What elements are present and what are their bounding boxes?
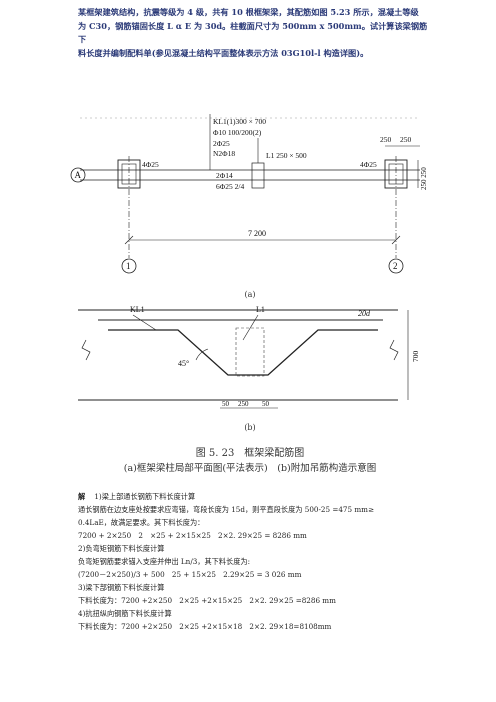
solution-line: 2)负弯矩钢筋下料长度计算	[78, 544, 165, 553]
bottom-rebar-1: 2Φ14	[216, 171, 233, 180]
d20-label: 20d	[358, 309, 371, 318]
bottom-rebar-2: 6Φ25 2/4	[216, 182, 244, 191]
kl1-label-3: 2Φ25	[213, 139, 230, 148]
solution-line: 通长钢筋在边支座处按要求应弯锚，弯段长度为 15d，则平直段长度为 500-25…	[78, 505, 375, 514]
dim-b-2: 250	[238, 400, 249, 408]
axis-2-label: 2	[393, 261, 398, 271]
axis-1-label: 1	[126, 261, 131, 271]
kl1-label-1: KL1(1)300 × 700	[213, 117, 266, 126]
problem-line: 某框架建筑结构，抗震等级为 4 级，共有 10 根框架梁，其配筋如图 5.23 …	[78, 7, 419, 17]
problem-statement: 某框架建筑结构，抗震等级为 4 级，共有 10 根框架梁，其配筋如图 5.23 …	[78, 6, 428, 60]
kl1-label-4: N2Φ18	[213, 149, 235, 158]
height-label: 700	[411, 351, 420, 363]
solution-line: 4)抗扭纵向钢筋下料长度计算	[78, 609, 172, 618]
solution-line: 下料长度为：7200 +2×250 2×25 +2×15×18 2×2. 29×…	[78, 622, 332, 631]
solution-line: 7200 + 2×250 2 ×25 + 2×15×25 2×2. 29×25 …	[78, 531, 307, 540]
problem-line: 料长度并编制配料单(参见混凝土结构平面整体表示方法 03G10l-l 构造详图)…	[78, 47, 369, 58]
solution-first-line: 解 1)梁上部通长钢筋下料长度计算	[78, 490, 374, 503]
solution-section: 解 1)梁上部通长钢筋下料长度计算 通长钢筋在边支座处按要求应弯锚，弯段长度为 …	[78, 490, 374, 633]
problem-line: 为 C30，钢筋锚固长度 L α E 为 30d。柱截面尺寸为 500mm x …	[78, 20, 428, 45]
solution-line: 3)梁下部钢筋下料长度计算	[78, 583, 165, 592]
dim-top-b: 250	[400, 135, 412, 144]
l1-label: L1 250 × 500	[266, 151, 307, 160]
left-top-rebar: 4Φ25	[142, 160, 159, 169]
figure-b-label: (b)	[244, 423, 256, 432]
solution-line: (7200－2×250)/3 + 500 25 + 15×25 2.29×25 …	[78, 570, 302, 579]
solution-line: 1)梁上部通长钢筋下料长度计算	[94, 492, 196, 501]
solution-lead: 解	[78, 492, 86, 501]
axis-a-label: A	[75, 170, 82, 180]
dim-top-a: 250	[380, 135, 392, 144]
figure-a-plan: A 1 2 7 200 KL1(1)300 × 700 Φ10 100/200(…	[70, 114, 428, 274]
dim-b-1: 50	[222, 400, 230, 408]
kl1-b-label: KL1	[130, 305, 145, 314]
dim-side: 250 250	[420, 167, 428, 190]
dim-b-3: 50	[262, 400, 270, 408]
figure-b-detail: KL1 L1 45° 20d 700 50 250 50	[78, 305, 420, 409]
kl1-label-2: Φ10 100/200(2)	[213, 128, 262, 137]
figure-a-label: (a)	[244, 290, 256, 299]
figure-caption-title: 图 5. 23 框架梁配筋图	[195, 448, 305, 459]
solution-line: 负弯矩钢筋要求锚入支座并伸出 Ln/3，其下料长度为:	[78, 557, 251, 566]
solution-line: 下料长度为：7200 +2×250 2×25 +2×15×25 2×2. 29×…	[78, 596, 336, 605]
span-dimension: 7 200	[248, 229, 266, 238]
angle-label: 45°	[178, 359, 189, 368]
figure-caption-subtitle: (a)框架梁柱局部平面图(平法表示) (b)附加吊筋构造示意图	[123, 463, 377, 474]
l1-b-label: L1	[256, 305, 265, 314]
right-top-rebar: 4Φ25	[360, 160, 377, 169]
solution-line: 0.4LaE，故满足要求。其下料长度为：	[78, 518, 205, 527]
